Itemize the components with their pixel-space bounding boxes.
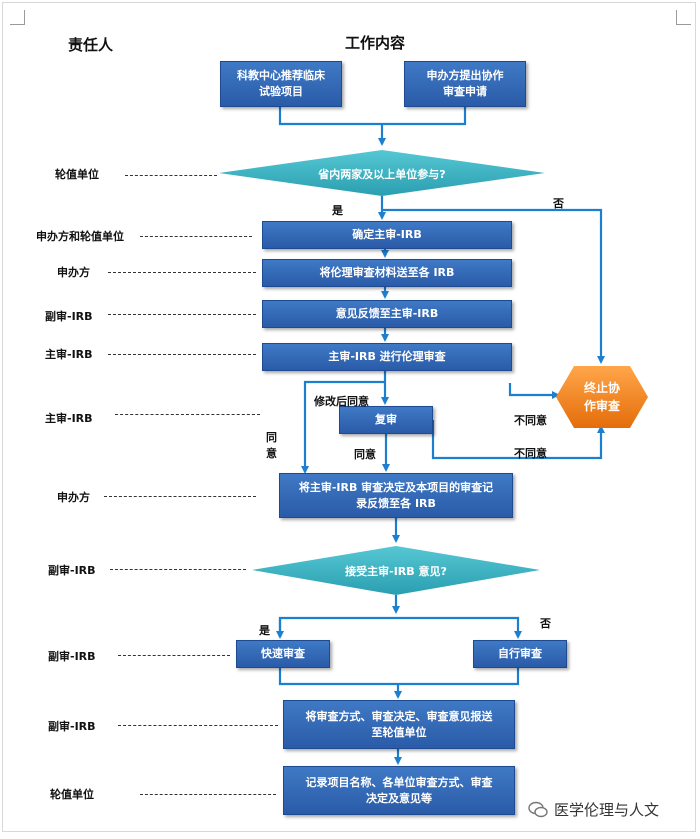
role-label: 主审-IRB xyxy=(45,412,93,425)
step-box-self-review: 自行审查 xyxy=(473,640,567,668)
header-content: 工作内容 xyxy=(345,34,406,52)
step-box-ethics-review: 主审-IRB 进行伦理审查 xyxy=(262,343,512,371)
role-dash xyxy=(140,794,276,795)
branch-label-no: 否 xyxy=(553,197,564,210)
decision-text: 省内两家及以上单位参与? xyxy=(318,168,446,181)
role-label: 申办方和轮值单位 xyxy=(36,230,124,243)
role-label: 申办方 xyxy=(57,266,90,279)
step-box-recommend: 科教中心推荐临床 试验项目 xyxy=(220,61,342,107)
watermark: 医学伦理与人文 xyxy=(528,799,659,820)
role-dash xyxy=(140,236,252,237)
role-dash xyxy=(104,496,256,497)
role-dash xyxy=(108,272,256,273)
role-label: 主审-IRB xyxy=(45,348,93,361)
step-box-record: 记录项目名称、各单位审查方式、审查 决定及意见等 xyxy=(283,766,515,815)
branch-label-disagree: 不同意 xyxy=(514,447,547,460)
corner-mark-top-left xyxy=(10,10,25,25)
step-box-application: 申办方提出协作 审查申请 xyxy=(404,61,526,107)
role-label: 副审-IRB xyxy=(45,310,93,323)
role-dash xyxy=(108,314,256,315)
branch-label-revise: 修改后同意 xyxy=(314,395,369,408)
branch-label-disagree: 不同意 xyxy=(514,414,547,427)
decision-text: 接受主审-IRB 意见? xyxy=(345,565,447,578)
step-box-feedback: 意见反馈至主审-IRB xyxy=(262,300,512,328)
header-role: 责任人 xyxy=(68,36,114,54)
branch-label-no: 否 xyxy=(540,617,551,630)
step-box-expedited-review: 快速审查 xyxy=(236,640,330,668)
terminal-text: 终止协 作审查 xyxy=(583,381,620,413)
wechat-icon xyxy=(528,801,548,817)
decision-diamond xyxy=(219,150,545,196)
role-dash xyxy=(125,175,217,176)
role-label: 申办方 xyxy=(57,491,90,504)
decision-diamond xyxy=(252,546,540,595)
branch-label-yes: 是 xyxy=(332,204,343,217)
role-label: 轮值单位 xyxy=(50,788,94,801)
watermark-text: 医学伦理与人文 xyxy=(554,801,660,819)
step-box-determine-main-irb: 确定主审-IRB xyxy=(262,221,512,249)
terminal-hexagon xyxy=(556,366,648,428)
role-label: 轮值单位 xyxy=(55,168,99,181)
role-dash xyxy=(118,655,230,656)
step-box-report: 将审查方式、审查决定、审查意见报送 至轮值单位 xyxy=(283,700,515,749)
role-label: 副审-IRB xyxy=(48,650,96,663)
role-label: 副审-IRB xyxy=(48,564,96,577)
corner-mark-top-right xyxy=(676,10,691,25)
step-box-send-materials: 将伦理审查材料送至各 IRB xyxy=(262,259,512,287)
role-dash xyxy=(115,414,260,415)
branch-label-agree: 同意 xyxy=(354,448,376,461)
step-box-re-review: 复审 xyxy=(339,406,433,434)
role-dash xyxy=(110,569,246,570)
branch-label-yes: 是 xyxy=(259,624,270,637)
role-dash xyxy=(108,354,256,355)
role-label: 副审-IRB xyxy=(48,720,96,733)
step-box-feedback-decision: 将主审-IRB 审查决定及本项目的审查记 录反馈至各 IRB xyxy=(279,473,513,518)
role-dash xyxy=(118,725,278,726)
branch-label-agree: 同 意 xyxy=(266,431,277,460)
